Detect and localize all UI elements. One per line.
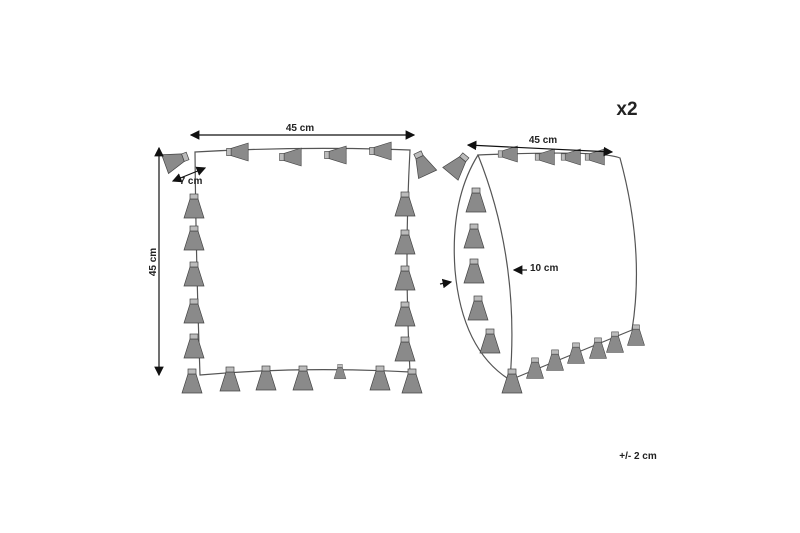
tassel <box>292 365 314 391</box>
tassel <box>279 147 302 167</box>
quantity-label: x2 <box>616 99 637 120</box>
side-depth-label: 10 cm <box>530 263 558 274</box>
tassel <box>394 265 416 291</box>
tassel <box>394 336 416 362</box>
tassel <box>442 152 470 181</box>
side-depth-pointer-arrow <box>439 278 453 289</box>
tassel <box>369 141 392 161</box>
tassel <box>534 148 555 166</box>
tassel <box>560 148 581 166</box>
front-width-label: 45 cm <box>286 123 314 134</box>
tassel <box>589 337 607 359</box>
tassel <box>606 331 624 353</box>
tassel <box>463 223 485 249</box>
tassel <box>394 191 416 217</box>
tassel <box>401 368 423 394</box>
tassel <box>333 364 347 380</box>
side-pillow-front-edge <box>453 154 511 381</box>
tassel <box>226 142 249 162</box>
tassel <box>324 145 347 165</box>
tassel <box>181 368 203 394</box>
tassel <box>546 349 564 371</box>
tassel <box>463 258 485 284</box>
tassel <box>183 333 205 359</box>
side-width-label: 45 cm <box>529 135 557 146</box>
tassel <box>183 193 205 219</box>
front-pillow-tassels <box>161 141 438 394</box>
tassel-length-label: 7 cm <box>180 176 203 187</box>
tassel <box>479 328 501 354</box>
front-height-label: 45 cm <box>148 248 159 276</box>
tassel <box>369 365 391 391</box>
tassel <box>627 324 645 346</box>
tassel <box>161 151 190 175</box>
tassel <box>501 368 523 394</box>
front-pillow-outline <box>194 147 411 376</box>
side-width-arrow <box>466 140 614 157</box>
tassel <box>413 150 438 180</box>
tassel <box>467 295 489 321</box>
tassel-length-arrow <box>171 166 207 183</box>
tassel <box>567 342 585 364</box>
tassel <box>219 366 241 392</box>
tassel <box>394 229 416 255</box>
tassel <box>255 365 277 391</box>
tassel <box>183 261 205 287</box>
tassel <box>497 145 518 163</box>
tassel <box>183 298 205 324</box>
tolerance-label: +/- 2 cm <box>619 451 657 462</box>
tassel <box>183 225 205 251</box>
tassel <box>526 357 544 379</box>
tassel <box>465 187 487 213</box>
tassel <box>394 301 416 327</box>
